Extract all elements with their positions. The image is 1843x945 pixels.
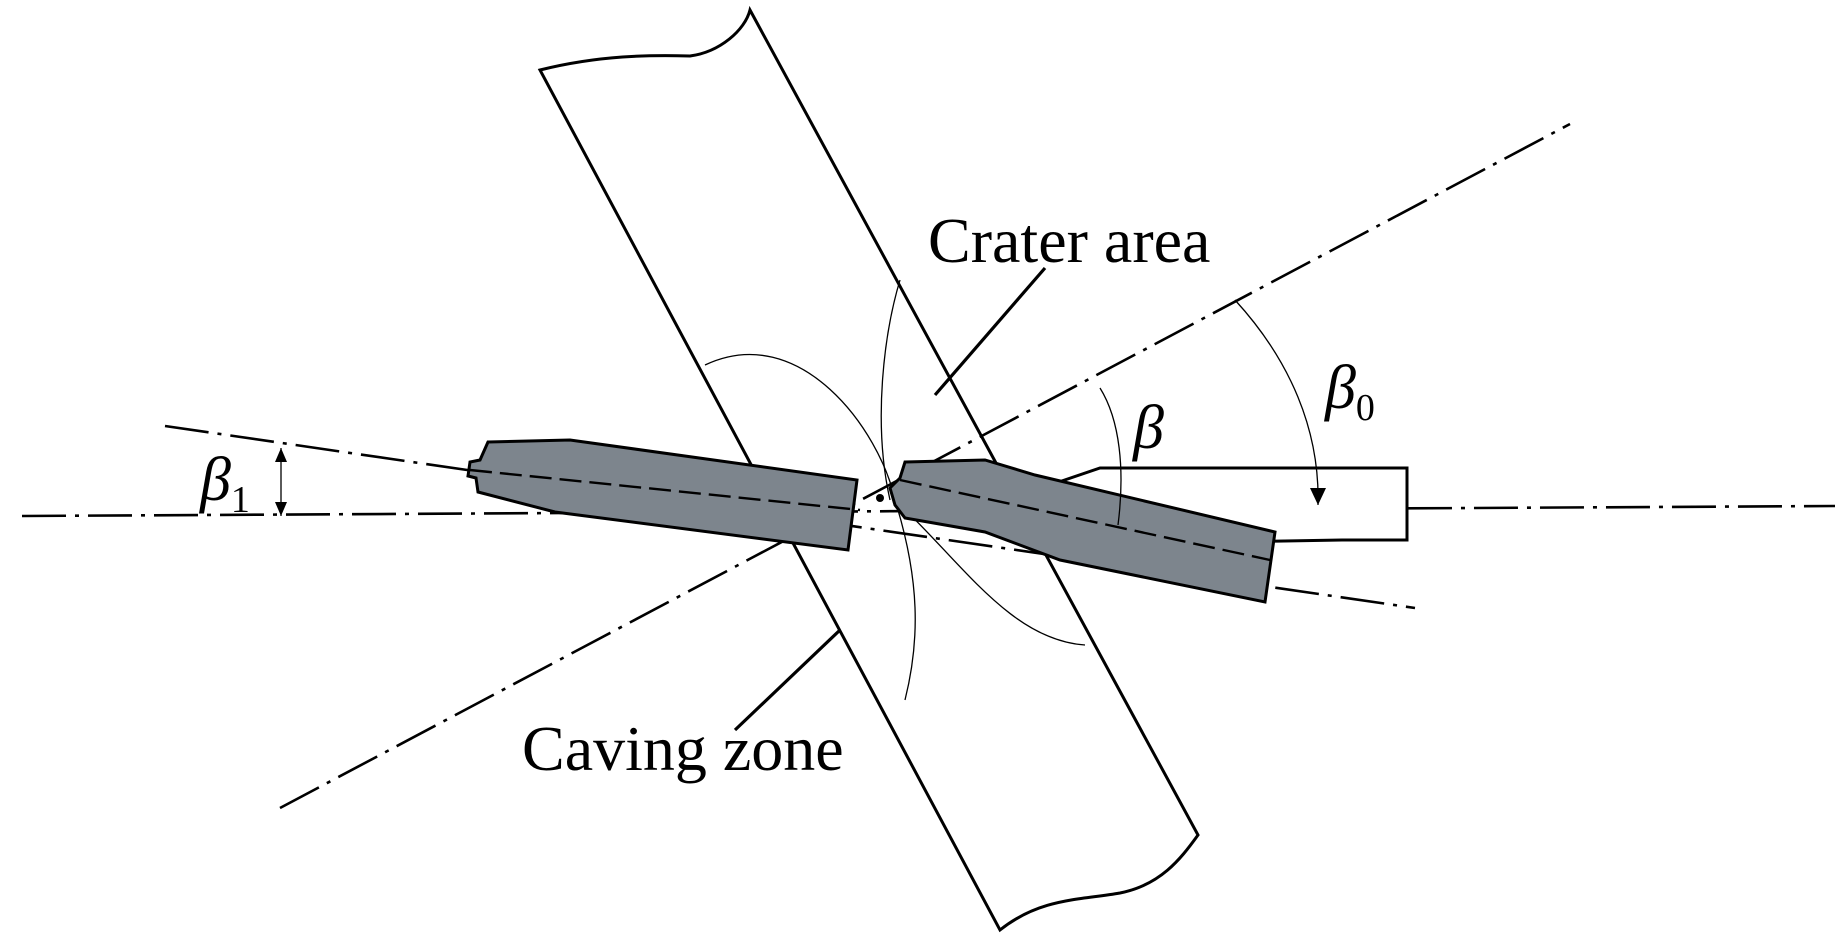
beta1-label: β1: [199, 446, 250, 521]
beta1-subscript: 1: [231, 479, 250, 521]
right-electrode-inner-axis: [899, 478, 1271, 562]
caving-boundary-right: [894, 499, 1086, 646]
beta-label: β: [1132, 394, 1164, 462]
left-electrode: [466, 438, 859, 552]
beta0-label: β0: [1324, 354, 1375, 429]
caving-zone-label: Caving zone: [522, 713, 844, 784]
beta0-arc: [1234, 299, 1319, 506]
workpiece-plate: [537, 5, 1200, 933]
caving-boundary-lower: [894, 499, 916, 701]
beta1-symbol: β: [199, 446, 231, 514]
beta1-arrow-down: [275, 502, 287, 516]
beta-arc: [1099, 387, 1122, 526]
beta0-arrowhead: [1310, 488, 1326, 505]
caving-zone-leader: [733, 628, 842, 732]
beta0-subscript: 0: [1356, 387, 1375, 429]
crater-boundary-upper: [880, 279, 901, 501]
horizontal-axis: [21, 504, 1836, 518]
crater-area-leader: [933, 266, 1047, 397]
crater-boundary-left: [704, 353, 896, 501]
crater-area-label: Crater area: [928, 205, 1210, 276]
left-electrode-inner-axis: [469, 468, 861, 512]
beta0-symbol: β: [1324, 354, 1356, 422]
right-electrode: [888, 458, 1277, 604]
beta1-arrow-up: [275, 448, 287, 462]
arc-point: [876, 494, 884, 502]
